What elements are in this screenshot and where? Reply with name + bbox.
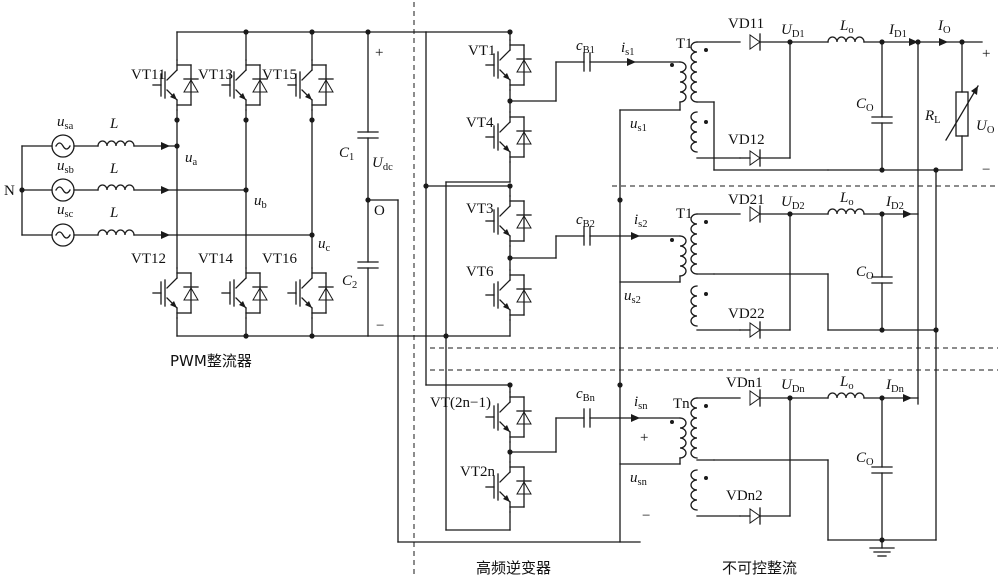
svg-text:RL: RL [924, 108, 941, 126]
svg-text:VT(2n−1): VT(2n−1) [430, 395, 491, 411]
labels: N usa usb usc L L L ua ub uc VT11 VT13 V… [4, 16, 995, 577]
svg-text:CO: CO [856, 450, 874, 468]
svg-text:UD2: UD2 [781, 194, 805, 212]
svg-text:+: + [375, 45, 383, 61]
svg-text:VD11: VD11 [728, 16, 764, 32]
svg-text:usc: usc [57, 202, 74, 220]
svg-text:UO: UO [976, 118, 995, 136]
svg-text:VT4: VT4 [466, 115, 494, 131]
svg-text:cB1: cB1 [576, 38, 595, 56]
svg-text:Lo: Lo [839, 190, 854, 208]
svg-text:UDn: UDn [781, 377, 805, 395]
svg-text:Lo: Lo [839, 18, 854, 36]
svg-text:Lo: Lo [839, 374, 854, 392]
inductor-label: L [109, 205, 118, 221]
svg-text:IDn: IDn [885, 377, 905, 395]
source-b [51, 178, 75, 202]
svg-text:is2: is2 [634, 212, 648, 230]
svg-text:UD1: UD1 [781, 22, 805, 40]
svg-text:VDn1: VDn1 [726, 375, 763, 391]
ac-sources [19, 134, 313, 247]
svg-text:Udc: Udc [372, 155, 393, 173]
section-label: PWM整流器 [170, 352, 252, 370]
module-n-output [509, 389, 937, 557]
svg-text:T1: T1 [676, 206, 693, 222]
svg-text:ua: ua [185, 150, 198, 168]
svg-text:−: − [376, 318, 384, 334]
svg-text:VD12: VD12 [728, 132, 765, 148]
svg-text:is1: is1 [621, 40, 635, 58]
pwm-rectifier [152, 29, 427, 339]
svg-text:VT3: VT3 [466, 201, 494, 217]
svg-text:CO: CO [856, 264, 874, 282]
section-label: 不可控整流 [722, 559, 797, 577]
svg-text:cB2: cB2 [576, 212, 595, 230]
svg-text:VD22: VD22 [728, 306, 765, 322]
svg-text:−: − [982, 162, 990, 178]
module-2-output [509, 205, 939, 339]
svg-text:−: − [642, 508, 650, 524]
svg-text:usa: usa [57, 114, 74, 132]
svg-text:ub: ub [254, 193, 267, 211]
switch-label: VT13 [198, 67, 233, 83]
source-a [51, 134, 75, 158]
svg-text:IO: IO [937, 18, 951, 36]
svg-text:us2: us2 [624, 288, 641, 306]
svg-text:ID2: ID2 [885, 194, 904, 212]
svg-text:usb: usb [57, 158, 74, 176]
svg-text:T1: T1 [676, 36, 693, 52]
source-c [51, 223, 75, 247]
switch-label: VT16 [262, 251, 297, 267]
neutral-label: N [4, 183, 15, 199]
svg-text:VDn2: VDn2 [726, 488, 763, 504]
svg-text:C1: C1 [339, 145, 354, 163]
svg-text:uc: uc [318, 236, 331, 254]
svg-text:cBn: cBn [576, 386, 596, 404]
inductor-label: L [109, 161, 118, 177]
switch-label: VT14 [198, 251, 233, 267]
svg-text:isn: isn [634, 394, 648, 412]
switch-label: VT15 [262, 67, 297, 83]
section-label: 高频逆变器 [476, 559, 551, 577]
svg-text:usn: usn [630, 470, 648, 488]
module-1-output [509, 33, 983, 543]
inductor-label: L [109, 116, 118, 132]
svg-text:us1: us1 [630, 116, 647, 134]
svg-text:VT6: VT6 [466, 264, 494, 280]
svg-text:CO: CO [856, 96, 874, 114]
svg-text:C2: C2 [342, 273, 357, 291]
switch-label: VT11 [131, 67, 165, 83]
svg-text:O: O [374, 203, 385, 219]
svg-text:+: + [982, 46, 990, 62]
svg-text:+: + [640, 430, 648, 446]
svg-text:Tn: Tn [673, 396, 690, 412]
svg-text:VD21: VD21 [728, 192, 765, 208]
dc-link [357, 29, 641, 543]
svg-text:ID1: ID1 [888, 22, 907, 40]
switch-label: VT12 [131, 251, 166, 267]
svg-text:VT1: VT1 [468, 43, 496, 59]
svg-text:VT2n: VT2n [460, 464, 495, 480]
